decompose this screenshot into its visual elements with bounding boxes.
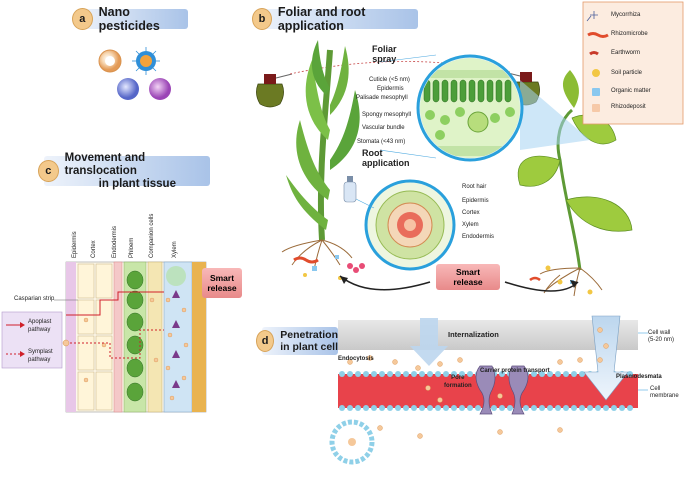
panel-d-title: Penetration in plant cell	[280, 329, 338, 353]
endocytosis-vesicles	[329, 419, 375, 465]
internalization-arrow	[410, 318, 448, 366]
spray-bottle-left	[256, 73, 293, 108]
leaf-layer-epidermis: Epidermis	[377, 86, 404, 92]
foliar-spray-line1: Foliar	[372, 44, 397, 54]
pathway-legend-box	[1, 311, 63, 369]
casparian-strip-label: Casparian strip	[14, 296, 55, 302]
carrier-proteins	[475, 365, 529, 415]
panel-d-title-line2: in plant cell	[280, 341, 338, 353]
cell-membrane-line1: Cell	[650, 386, 661, 392]
panel-b-title: Foliar and root application	[277, 5, 366, 33]
endocytosis-label: Endocytosis	[338, 356, 374, 362]
cell-wall	[338, 320, 638, 350]
pore-line2: formation	[444, 383, 472, 389]
root-layer-root-hair: Root hair	[462, 184, 487, 190]
apoplast-line2: pathway	[28, 327, 51, 333]
panel-d-title-line1: Penetration	[280, 329, 338, 341]
root-application-label: Root application	[362, 148, 410, 168]
symplast-line1: Symplast	[28, 349, 53, 355]
soil-organisms-left	[293, 255, 365, 280]
leaf-layer-spongy: Spongy mesophyll	[362, 112, 412, 118]
root-layer-xylem: Xylem	[462, 222, 479, 228]
legend-item-rhizodeposit: Rhizodeposit	[611, 104, 646, 110]
leaf-cross-section	[379, 54, 590, 162]
smart-release-badge-b: Smart release	[436, 264, 500, 290]
leaf-layer-cuticle: Cuticle (<5 nm)	[369, 77, 410, 83]
foliar-spray-line2: spray	[372, 54, 397, 64]
tissue-column-cortex: Cortex	[91, 240, 97, 258]
panel-c-title: Movement and translocation in plant tiss…	[65, 152, 210, 191]
panel-d-header: d Penetration in plant cell	[256, 327, 338, 355]
root-sprayer	[343, 176, 357, 203]
smart-release-b-line1: Smart	[455, 267, 481, 277]
pore-formation-label: Pore formation	[444, 374, 472, 390]
corn-roots	[281, 239, 353, 271]
smart-release-badge-c: Smart release	[202, 268, 242, 298]
panel-b-header: b Foliar and root application	[252, 5, 418, 33]
plasmodesmata-channel	[583, 315, 629, 401]
leaf-layer-stomata: Stomata (<43 nm)	[357, 139, 406, 145]
legend-item-rhizomicrobe: Rhizomicrobe	[611, 31, 648, 37]
panel-d-nanoparticles	[347, 327, 609, 439]
release-arrow-right	[504, 281, 579, 292]
root-layer-endodermis: Endodermis	[462, 234, 495, 240]
cell-wall-line2: (5-20 nm)	[648, 337, 675, 343]
release-arrow-left	[339, 275, 431, 291]
cell-membrane-line2: membrane	[650, 393, 679, 399]
plasmodesmata-label: Plasmodesmata	[616, 374, 662, 380]
tissue-column-phloem: Phloem	[129, 237, 135, 258]
legend-item-mycorrhiza: Mycorrhiza	[611, 12, 641, 18]
root-layer-cortex: Cortex	[462, 210, 480, 216]
symplast-pathway-label: Symplast pathway	[28, 348, 53, 364]
pore-line1: Pore	[451, 375, 465, 381]
panel-c-header: c Movement and translocation in plant ti…	[38, 152, 210, 190]
leaf-layer-vascular: Vascular bundle	[362, 125, 405, 131]
soil-organisms-right	[529, 265, 593, 295]
legend-item-soil-particle: Soil particle	[611, 70, 643, 76]
carrier-protein-label: Carrier protein transport	[480, 368, 550, 374]
root-layer-epidermis: Epidermis	[462, 198, 489, 204]
panel-c-badge: c	[38, 160, 59, 182]
apoplast-pathway-label: Apoplast pathway	[28, 318, 51, 334]
cell-wall-line1: Cell wall	[648, 330, 671, 336]
corn-plant	[286, 40, 360, 241]
symplast-line2: pathway	[28, 357, 51, 363]
panel-c-title-line1: Movement and translocation	[64, 151, 146, 177]
panel-a-title: Nano pesticides	[98, 5, 160, 33]
leaf-layer-palisade: Palisade mesophyll	[356, 95, 408, 101]
legend-box-frame	[582, 1, 684, 125]
smart-release-c-line1: Smart	[209, 273, 235, 283]
panel-d-badge: d	[256, 330, 275, 352]
legend-icons	[586, 11, 609, 112]
nanoparticle-illustrations	[98, 47, 171, 100]
tissue-column-epidermis: Epidermis	[72, 231, 78, 258]
panel-c-title-line2: in plant tissue	[98, 177, 176, 190]
internalization-label: Internalization	[448, 330, 499, 339]
tissue-column-companion-cells: Companion cells	[149, 213, 155, 258]
root-cross-section	[353, 179, 456, 271]
panel-a-header: a Nano pesticides	[72, 5, 188, 33]
root-application-line2: application	[362, 158, 410, 168]
cell-wall-label: Cell wall (5-20 nm)	[648, 330, 674, 344]
root-application-line1: Root	[362, 148, 383, 158]
apoplast-line1: Apoplast	[28, 319, 52, 325]
tissue-column-endodermis: Endodermis	[112, 225, 118, 258]
smart-release-b-line2: release	[453, 277, 483, 287]
legend-item-earthworm: Earthworm	[611, 50, 641, 56]
panel-a-badge: a	[72, 8, 93, 30]
tissue-column-xylem: Xylem	[172, 241, 178, 258]
panel-b-badge: b	[252, 8, 272, 30]
legend-item-organic-matter: Organic matter	[611, 88, 651, 94]
cell-membrane-label: Cell membrane	[650, 386, 679, 400]
smart-release-c-line2: release	[207, 283, 237, 293]
tissue-section	[54, 261, 207, 413]
foliar-spray-label: Foliar spray	[372, 44, 397, 64]
